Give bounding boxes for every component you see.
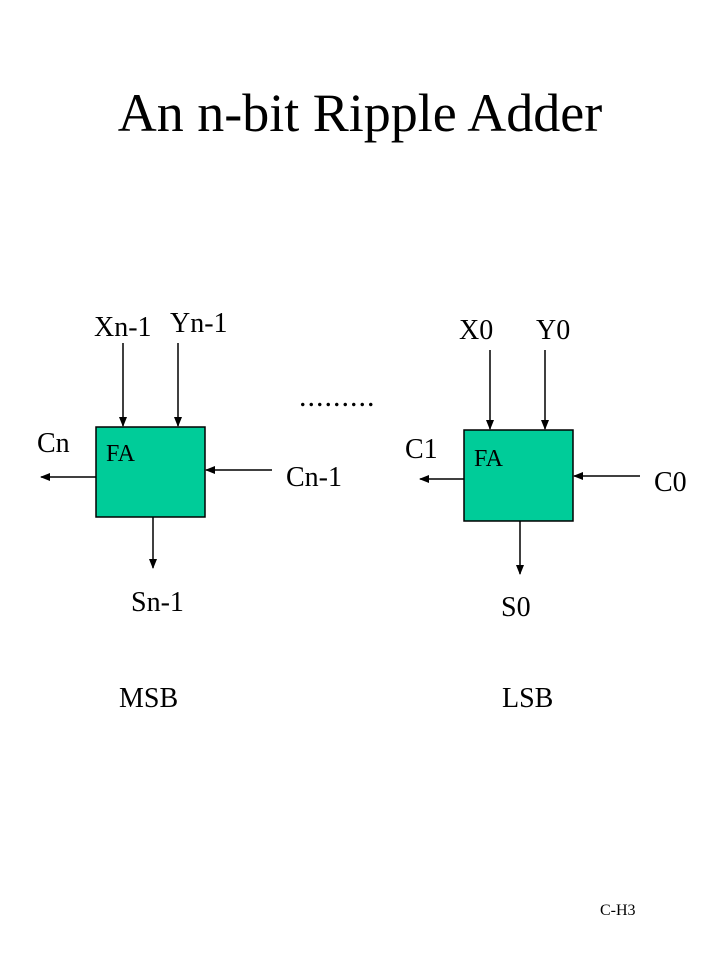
slide-footer-label: C-H3 (600, 902, 636, 919)
lsb-block-label: FA (474, 446, 503, 472)
lsb-carry-in-label: C0 (654, 467, 687, 498)
lsb-full-adder-block (463, 429, 574, 522)
msb-sum-label: Sn-1 (131, 587, 184, 618)
msb-carry-in-label: Cn-1 (286, 462, 342, 493)
msb-input-y-label: Yn-1 (170, 308, 228, 339)
msb-block-label: FA (106, 441, 135, 467)
intermediate-stages-ellipsis: ......... (299, 380, 376, 413)
lsb-input-y-label: Y0 (536, 315, 571, 346)
diagram-title: An n-bit Ripple Adder (117, 83, 603, 143)
msb-carry-out-label: Cn (37, 428, 70, 459)
msb-input-x-label: Xn-1 (94, 312, 152, 343)
lsb-carry-out-label: C1 (405, 434, 438, 465)
lsb-position-label: LSB (502, 683, 554, 714)
lsb-sum-label: S0 (501, 592, 531, 623)
msb-position-label: MSB (119, 683, 179, 714)
msb-full-adder-block (95, 426, 206, 518)
lsb-input-x-label: X0 (459, 315, 494, 346)
